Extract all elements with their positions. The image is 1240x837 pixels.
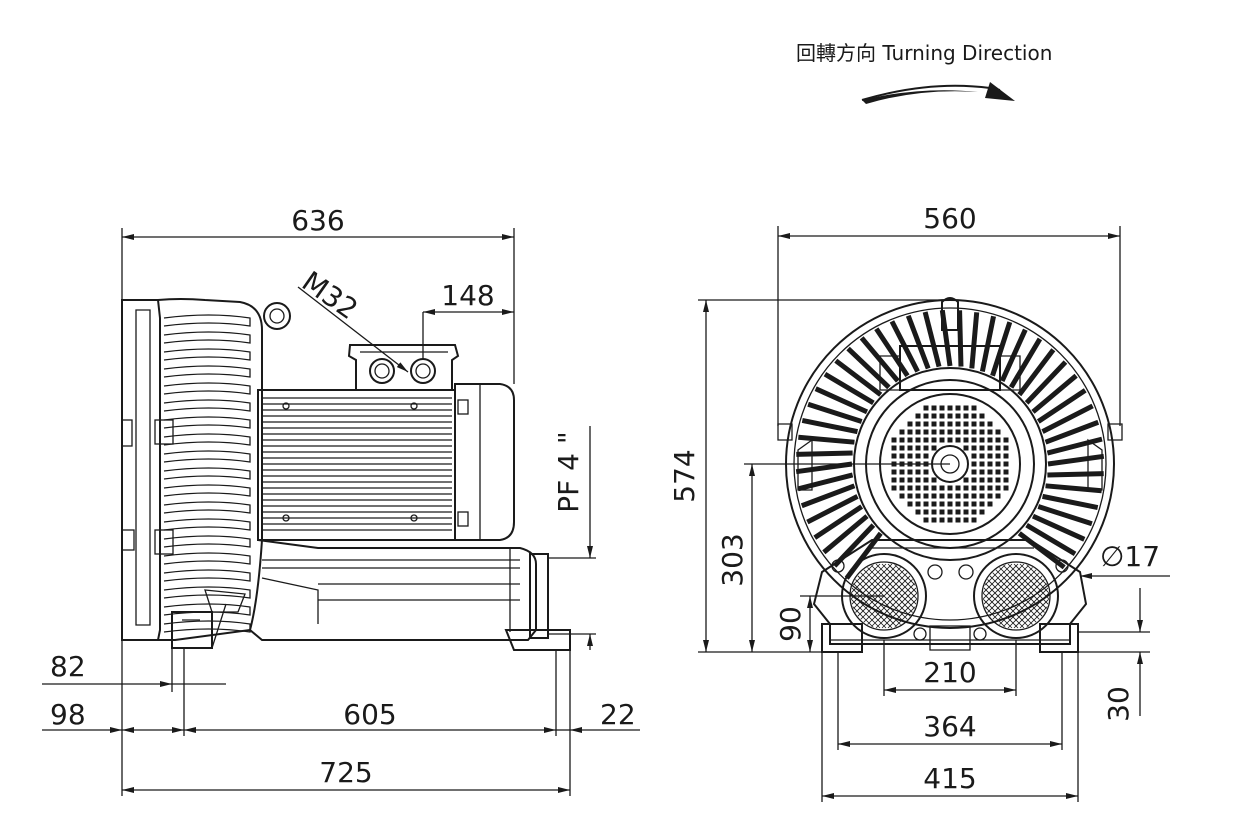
dim-overall-width-top: 560 (923, 202, 976, 235)
dim-port-height: 90 (774, 606, 807, 642)
dim-base-82: 82 (50, 650, 86, 683)
rotation-indicator: 回轉方向 Turning Direction (796, 41, 1052, 104)
cable-gland-right (410, 358, 436, 384)
side-view: 636 M32 148 PF 4 " 82 (42, 204, 640, 796)
cable-gland-left (369, 358, 395, 384)
dim-overall-height: 574 (668, 449, 701, 502)
foot-right (1039, 623, 1079, 653)
housing-ribs (163, 314, 251, 633)
dim-foot-offset: 22 (600, 698, 636, 731)
dim-base-98: 98 (50, 698, 86, 731)
dim-gland-offset: 148 (441, 279, 494, 312)
motor-fins (262, 397, 452, 531)
curved-arrow-icon (861, 82, 1015, 104)
motor-body (257, 344, 515, 541)
outlet-mesh (983, 563, 1049, 629)
outlet-port (973, 553, 1059, 639)
label-mount-hole: ∅17 (1100, 540, 1160, 573)
dim-shaft-height: 303 (716, 533, 749, 586)
foot-left (821, 623, 863, 653)
dim-foot-span-inner: 364 (923, 710, 976, 743)
dim-foot-span-outer: 415 (923, 762, 976, 795)
dim-port-spacing: 210 (923, 656, 976, 689)
lifting-eye (263, 302, 291, 330)
dim-foot-span: 605 (343, 698, 396, 731)
rotation-label: 回轉方向 Turning Direction (796, 41, 1052, 65)
front-dimensions: 560 574 303 90 ∅17 210 (668, 202, 1170, 802)
blower-housing (121, 298, 291, 641)
dim-overall-length-bottom: 725 (319, 756, 372, 789)
dim-foot-height: 30 (1102, 686, 1135, 722)
base-section (171, 539, 571, 651)
label-port-thread: PF 4 " (552, 431, 585, 512)
label-cable-gland: M32 (296, 265, 364, 326)
dim-overall-length-top: 636 (291, 204, 344, 237)
front-view: 560 574 303 90 ∅17 210 (668, 202, 1170, 802)
